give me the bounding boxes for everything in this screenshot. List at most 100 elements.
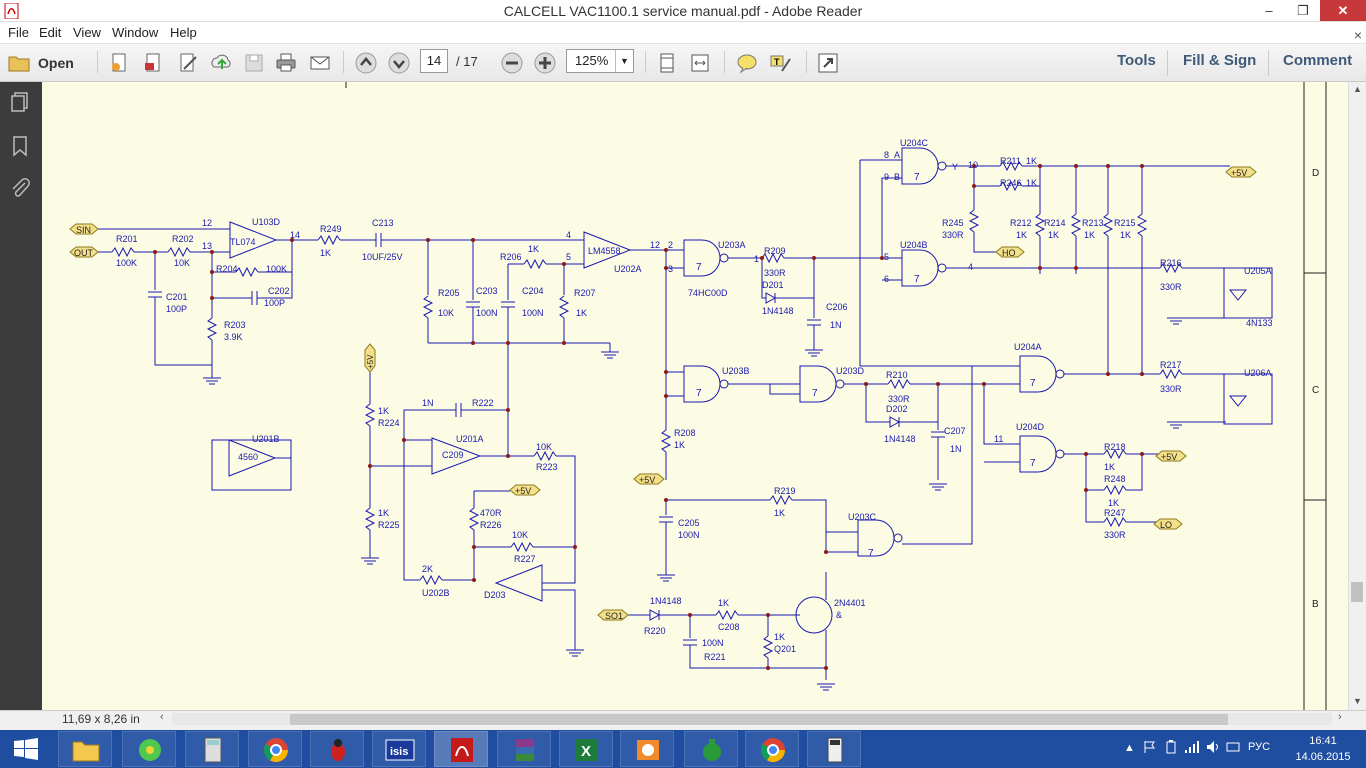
- resistor: [968, 209, 980, 233]
- resistor: [533, 450, 557, 462]
- net-flag-5v: +5V: [1225, 166, 1257, 178]
- taskbar-winrar[interactable]: [497, 731, 551, 767]
- junction-dot: [864, 382, 868, 386]
- horizontal-scroll-thumb[interactable]: [290, 714, 1228, 725]
- sticky-note-icon[interactable]: [735, 51, 759, 75]
- fit-width-icon[interactable]: [688, 51, 712, 75]
- wire: [154, 297, 212, 366]
- pdf-convert-icon[interactable]: [142, 51, 166, 75]
- junction-dot: [573, 545, 577, 549]
- volume-icon[interactable]: [1206, 740, 1222, 754]
- page-number-input[interactable]: 14: [420, 49, 448, 73]
- wire: [542, 589, 576, 640]
- taskbar-calculator-2[interactable]: [807, 731, 861, 767]
- zoom-value: 125%: [575, 53, 609, 68]
- component-label: 1K: [674, 440, 685, 450]
- page-thumbnails-icon[interactable]: [8, 90, 32, 114]
- zoom-select[interactable]: 125%▼: [566, 49, 634, 73]
- vertical-scroll-thumb[interactable]: [1351, 582, 1363, 602]
- taskbar-excel[interactable]: X: [559, 731, 613, 767]
- create-pdf-icon[interactable]: [108, 51, 132, 75]
- windows-start-icon[interactable]: [13, 737, 39, 761]
- battery-icon[interactable]: [1164, 740, 1178, 754]
- transistor: [795, 596, 833, 634]
- taskbar-adobe-reader[interactable]: [434, 731, 488, 767]
- next-page-icon[interactable]: [387, 51, 411, 75]
- taskbar-chrome-2[interactable]: [745, 731, 799, 767]
- scroll-right-icon[interactable]: ›: [1338, 711, 1342, 723]
- previous-page-icon[interactable]: [354, 51, 378, 75]
- taskbar-image-app[interactable]: [620, 731, 674, 767]
- flag-icon[interactable]: [1143, 740, 1157, 754]
- component-label: 7: [1030, 378, 1036, 389]
- component-label: 100P: [166, 304, 187, 314]
- component-label: R227: [514, 554, 536, 564]
- save-icon[interactable]: [242, 51, 266, 75]
- menu-help[interactable]: Help: [170, 25, 197, 40]
- toolbar-separator: [1268, 50, 1269, 76]
- zoom-in-icon[interactable]: [533, 51, 557, 75]
- component-label: R225: [378, 520, 400, 530]
- scroll-left-icon[interactable]: ‹: [160, 711, 164, 723]
- minimize-button[interactable]: –: [1265, 3, 1273, 18]
- wire: [775, 258, 815, 299]
- taskbar-icq[interactable]: [122, 731, 176, 767]
- bookmark-icon[interactable]: [8, 134, 32, 158]
- wire: [542, 565, 576, 584]
- taskbar-chrome[interactable]: [248, 731, 302, 767]
- resistor: [1103, 448, 1127, 460]
- component-label: 1K: [528, 244, 539, 254]
- restore-button[interactable]: ❐: [1297, 3, 1309, 18]
- resistor: [1103, 516, 1127, 528]
- taskbar-green-app[interactable]: [684, 731, 738, 767]
- menu-window[interactable]: Window: [112, 25, 159, 40]
- component-label: 1N: [950, 444, 962, 454]
- menu-view[interactable]: View: [73, 25, 101, 40]
- fit-page-icon[interactable]: [655, 51, 679, 75]
- component-label: 1K: [774, 632, 785, 642]
- menu-file[interactable]: File: [8, 25, 29, 40]
- edit-pdf-icon[interactable]: [176, 51, 200, 75]
- resistor: [523, 258, 547, 270]
- scroll-up-icon[interactable]: ▲: [1353, 84, 1362, 94]
- open-button[interactable]: Open: [8, 51, 74, 75]
- fill-sign-pane-button[interactable]: Fill & Sign: [1183, 52, 1257, 69]
- scroll-down-icon[interactable]: ▼: [1353, 696, 1362, 706]
- svg-text:isis: isis: [390, 746, 408, 758]
- keyboard-icon[interactable]: [1226, 740, 1240, 754]
- component-label: 100N: [678, 530, 700, 540]
- close-document-button[interactable]: ×: [1353, 27, 1362, 43]
- net-flag-lo: LO: [1153, 518, 1183, 530]
- component-label: Q201: [774, 644, 796, 654]
- attachment-icon[interactable]: [8, 176, 32, 200]
- taskbar-calculator[interactable]: [185, 731, 239, 767]
- wire: [761, 258, 766, 299]
- chrome-icon: [263, 738, 288, 763]
- taskbar-bug-app[interactable]: [310, 731, 364, 767]
- wire: [792, 499, 858, 533]
- taskbar-file-explorer[interactable]: [58, 731, 112, 767]
- zoom-out-icon[interactable]: [500, 51, 524, 75]
- menu-edit[interactable]: Edit: [39, 25, 62, 40]
- network-signal-icon[interactable]: [1184, 740, 1200, 754]
- junction-dot: [1074, 164, 1078, 168]
- input-language[interactable]: РУС: [1248, 741, 1271, 753]
- component-label: 1N4148: [762, 306, 794, 316]
- print-icon[interactable]: [274, 51, 298, 75]
- vertical-scrollbar[interactable]: ▲ ▼: [1348, 82, 1366, 710]
- component-label: 5: [566, 252, 571, 262]
- tools-pane-button[interactable]: Tools: [1117, 52, 1156, 69]
- comment-pane-button[interactable]: Comment: [1283, 52, 1353, 69]
- close-button[interactable]: ✕: [1320, 0, 1366, 21]
- taskbar-isis[interactable]: isis: [372, 731, 426, 767]
- component-label: C201: [166, 292, 188, 302]
- junction-dot: [664, 266, 668, 270]
- component-label: 4560: [238, 452, 258, 462]
- clock[interactable]: 16:41 14.06.2015: [1290, 733, 1356, 765]
- email-icon[interactable]: [308, 51, 332, 75]
- highlight-text-icon[interactable]: T: [768, 51, 792, 75]
- upload-icon[interactable]: [210, 51, 234, 75]
- expand-icon[interactable]: [816, 51, 840, 75]
- show-hidden-icons[interactable]: ▲: [1124, 742, 1135, 754]
